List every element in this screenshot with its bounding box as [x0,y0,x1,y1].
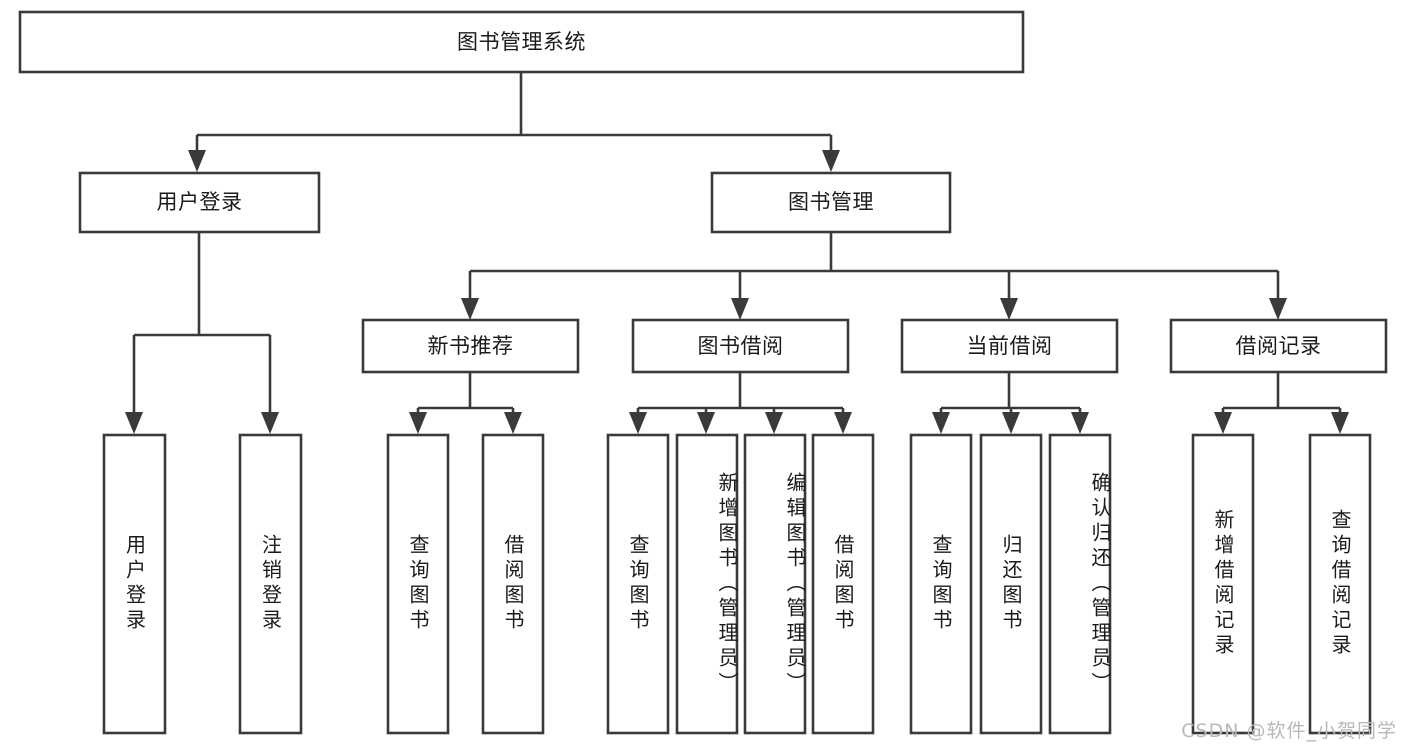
node-box-borrow-records[interactable] [1169,318,1388,374]
node-box-leaf-user-login[interactable] [102,433,167,735]
node-box-new-book-recommend[interactable] [361,318,580,374]
connector-userlogin-to-leaves [125,232,279,434]
connector-root-to-level2 [188,72,840,172]
node-box-leaf-edit-book-admin[interactable] [743,433,807,735]
node-box-leaf-borrow-book-1[interactable] [481,433,545,735]
node-box-book-management[interactable] [710,171,952,234]
node-box-leaf-borrow-book-2[interactable] [811,433,875,735]
node-box-root[interactable] [18,10,1025,74]
node-box-leaf-query-book-1[interactable] [386,433,450,735]
node-box-leaf-confirm-return-admin[interactable] [1048,433,1112,735]
node-box-leaf-query-book-3[interactable] [909,433,973,735]
connector-borrow-to-leaves [629,372,852,434]
node-box-book-borrow[interactable] [631,318,850,374]
node-box-leaf-add-borrow-record[interactable] [1191,433,1255,735]
node-box-leaf-query-book-2[interactable] [606,433,670,735]
connector-bookmgmt-to-level3 [461,232,1287,320]
connector-newbooks-to-leaves [409,372,522,434]
node-box-leaf-query-borrow-record[interactable] [1308,433,1372,735]
node-box-leaf-logout[interactable] [238,433,303,735]
node-box-current-borrow[interactable] [900,318,1119,374]
node-box-leaf-return-book[interactable] [979,433,1043,735]
node-box-leaf-add-book-admin[interactable] [675,433,739,735]
connector-records-to-leaves [1214,372,1349,434]
connector-current-to-leaves [932,372,1089,434]
node-box-user-login[interactable] [78,171,321,234]
